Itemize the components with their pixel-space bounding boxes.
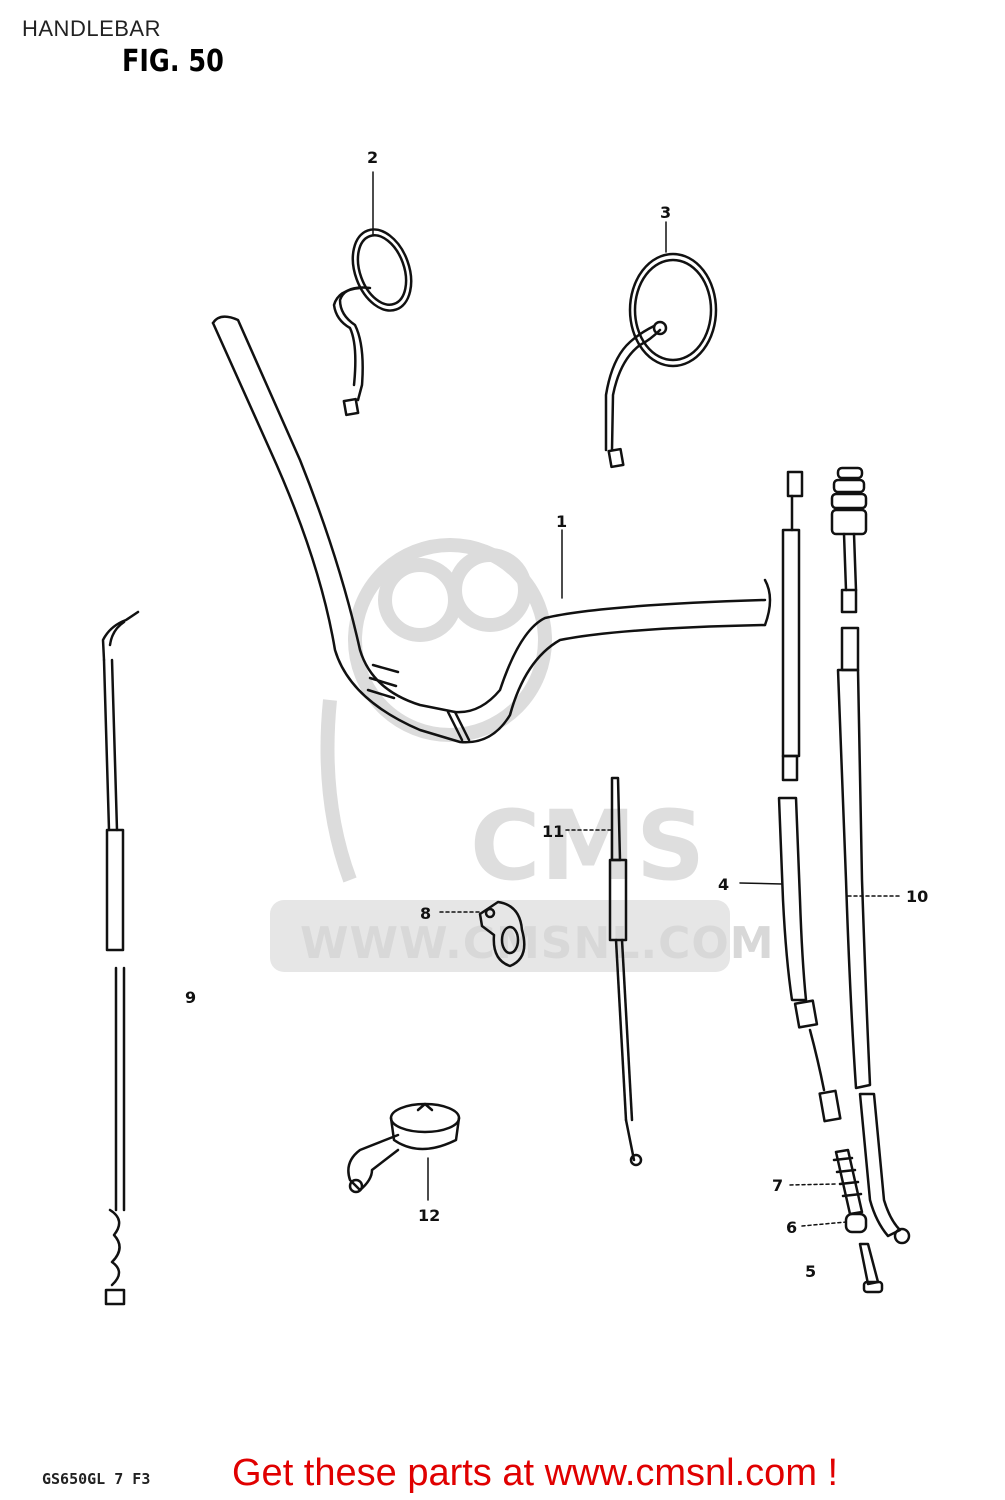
meter-cable-part <box>830 466 911 1245</box>
adjuster-parts <box>832 1148 884 1294</box>
callout-11: 11 <box>542 822 565 841</box>
callout-4: 4 <box>718 875 730 894</box>
watermark-brand: CMS <box>470 790 706 902</box>
clamp-part <box>478 900 526 968</box>
callout-10: 10 <box>906 887 929 906</box>
callout-1: 1 <box>556 512 568 531</box>
mirror-left-part <box>332 228 413 417</box>
page-title: HANDLEBAR <box>22 16 161 41</box>
callout-3: 3 <box>660 203 672 222</box>
choke-lever-part <box>347 1102 461 1194</box>
mirror-right-part <box>604 252 718 469</box>
promo-link[interactable]: Get these parts at www.cmsnl.com ! <box>232 1452 839 1494</box>
callout-8: 8 <box>420 904 432 923</box>
figure-number: FIG. 50 <box>122 44 224 79</box>
callout-12: 12 <box>418 1206 441 1225</box>
callout-6: 6 <box>786 1218 798 1237</box>
clutch-cable-part <box>777 470 842 1123</box>
callout-7: 7 <box>772 1176 784 1195</box>
model-code: GS650GL 7 F3 <box>42 1470 151 1488</box>
choke-cable-part <box>608 776 643 1167</box>
watermark-url: WWW.CMSNL.COM <box>300 918 775 969</box>
callout-9: 9 <box>185 988 197 1007</box>
throttle-cable-part <box>101 610 140 1306</box>
callout-2: 2 <box>367 148 379 167</box>
callout-5: 5 <box>805 1262 817 1281</box>
handlebar-part <box>211 315 772 744</box>
leader-lines <box>372 171 903 1227</box>
